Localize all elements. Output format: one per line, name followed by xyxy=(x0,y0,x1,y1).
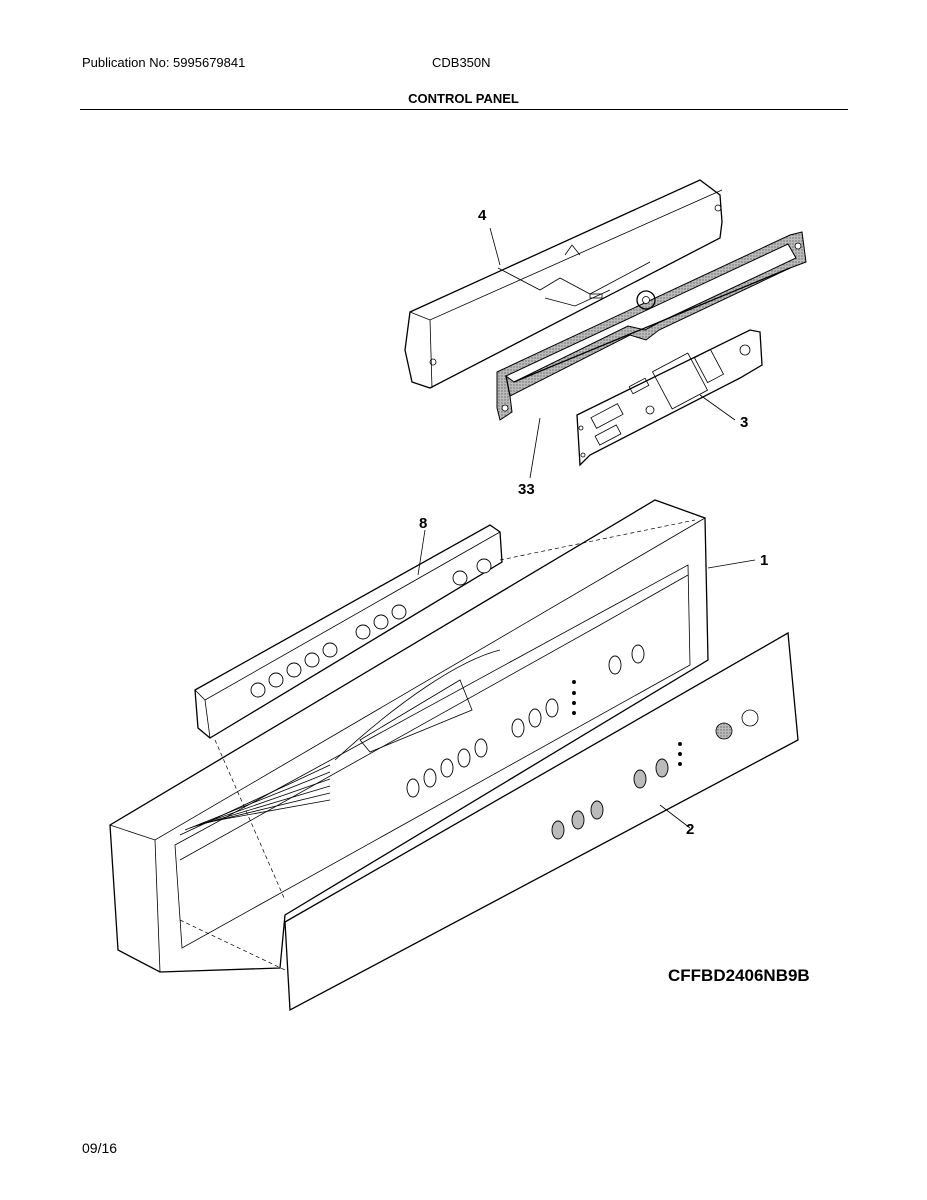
section-title: CONTROL PANEL xyxy=(408,91,519,106)
switch-button xyxy=(391,604,407,620)
panel-button-row xyxy=(406,644,645,798)
panel-button xyxy=(406,778,420,798)
switch-button xyxy=(452,570,468,586)
switch-cluster xyxy=(250,558,492,698)
switch-button xyxy=(268,672,284,688)
control-panel-part xyxy=(109,499,709,973)
overlay-panel-part xyxy=(284,631,799,1012)
switch-button xyxy=(355,624,371,640)
header-rule xyxy=(80,109,848,110)
vent-slots xyxy=(179,764,331,836)
control-housing-part xyxy=(404,179,723,389)
publication-number: Publication No: 5995679841 xyxy=(82,55,246,70)
switch-button xyxy=(373,614,389,630)
overlay-indicator-dot xyxy=(678,752,682,756)
overlay-indicator-dot xyxy=(678,762,682,766)
panel-button xyxy=(457,748,471,768)
callout-3: 3 xyxy=(740,414,748,431)
panel-button xyxy=(608,655,622,675)
overlay-indicator-dot xyxy=(678,742,682,746)
indicator-dot xyxy=(572,711,576,715)
overlay-button-row xyxy=(551,742,682,840)
overlay-button xyxy=(655,758,669,778)
panel-button xyxy=(440,758,454,778)
gasket-part xyxy=(496,231,807,421)
switch-button xyxy=(476,558,492,574)
callout-4: 4 xyxy=(478,207,487,224)
overlay-button xyxy=(633,769,647,789)
panel-button xyxy=(474,738,488,758)
overlay-button xyxy=(571,810,585,830)
switch-button xyxy=(286,662,302,678)
indicator-dot xyxy=(572,680,576,684)
indicator-dot xyxy=(572,691,576,695)
panel-button xyxy=(528,708,542,728)
panel-button xyxy=(545,698,559,718)
callout-2: 2 xyxy=(686,821,694,838)
callout-33: 33 xyxy=(518,481,535,498)
panel-button xyxy=(631,644,645,664)
callout-1: 1 xyxy=(760,552,768,569)
control-board-part xyxy=(576,329,763,467)
switch-button xyxy=(250,682,266,698)
panel-button xyxy=(423,768,437,788)
model-number: CDB350N xyxy=(432,55,491,70)
diagram-code: CFFBD2406NB9B xyxy=(668,966,810,985)
panel-button xyxy=(511,718,525,738)
revision-date: 09/16 xyxy=(82,1140,118,1156)
switch-board-part xyxy=(194,524,503,739)
callout-8: 8 xyxy=(419,515,427,532)
switch-button xyxy=(322,642,338,658)
switch-button xyxy=(304,652,320,668)
indicator-dot xyxy=(572,701,576,705)
overlay-button xyxy=(551,820,565,840)
overlay-button xyxy=(590,800,604,820)
